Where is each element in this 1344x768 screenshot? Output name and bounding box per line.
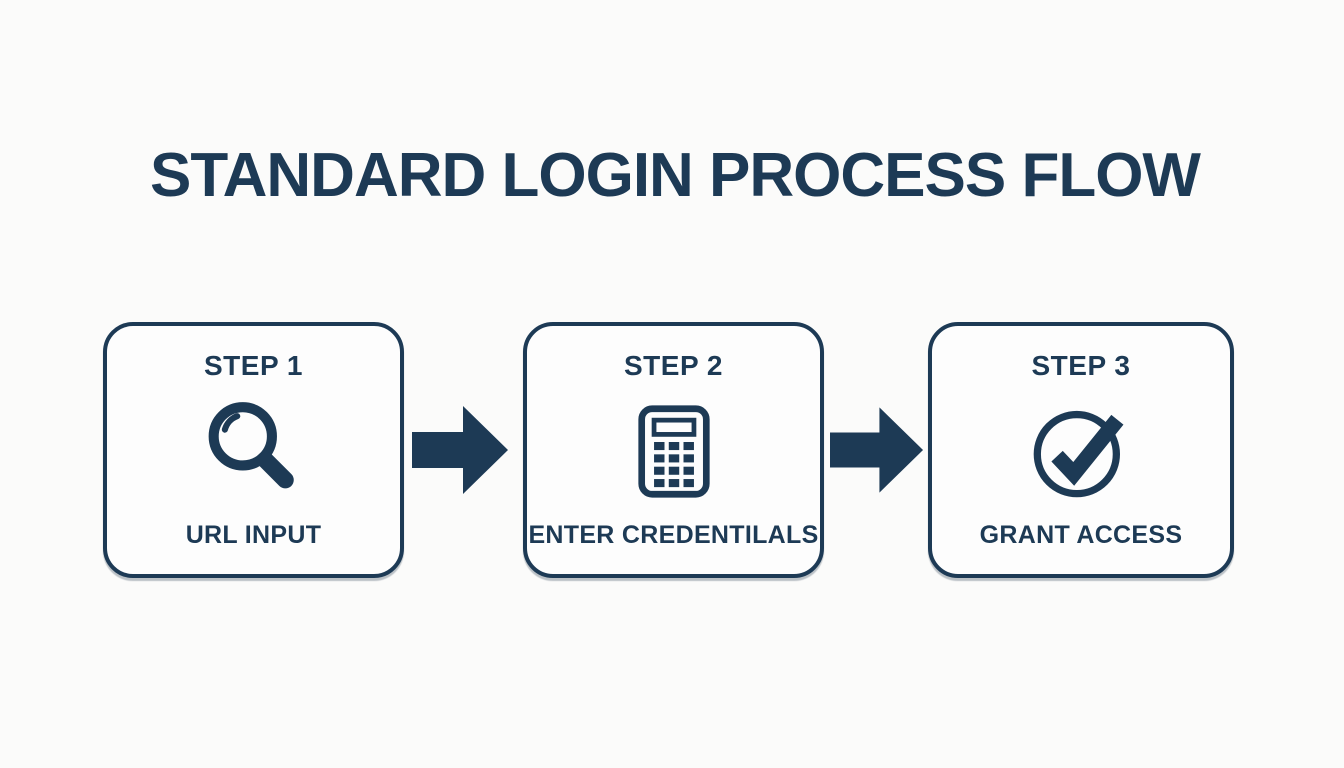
- arrow-right-icon: [404, 322, 523, 578]
- step-2-title: STEP 2: [624, 350, 723, 381]
- step-box-1: STEP 1 URL INPUT: [103, 322, 404, 578]
- step-1-title: STEP 1: [204, 350, 303, 381]
- check-circle-icon: [1029, 382, 1133, 521]
- step-box-2: STEP 2 ENTER CREDENTILALS: [523, 322, 824, 578]
- step-1-caption: URL INPUT: [185, 521, 322, 549]
- step-3-caption: GRANT ACCESS: [979, 521, 1183, 549]
- step-box-3: STEP 3 GRANT ACCESS: [928, 322, 1234, 578]
- arrow-right-icon: [824, 322, 928, 578]
- magnifier-icon: [198, 382, 310, 521]
- calculator-icon: [635, 382, 713, 521]
- process-flow: STEP 1 URL INPUT STEP 2: [103, 322, 1243, 578]
- page-title: STANDARD LOGIN PROCESS FLOW: [150, 141, 1201, 210]
- step-3-title: STEP 3: [1031, 350, 1131, 381]
- step-2-caption: ENTER CREDENTILALS: [528, 521, 819, 549]
